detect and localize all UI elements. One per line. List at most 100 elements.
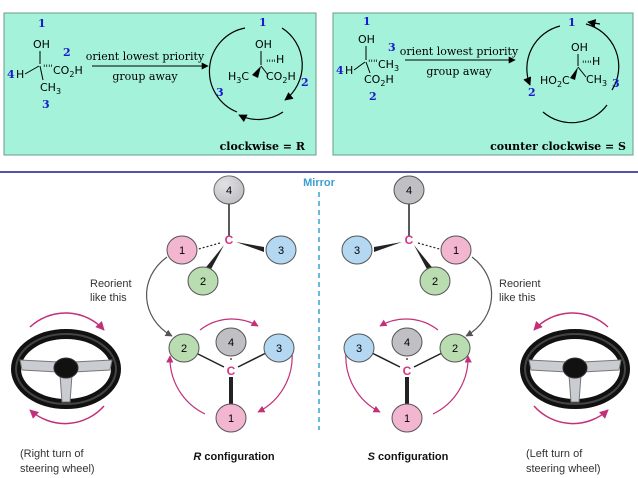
- arc-arrowhead: [587, 19, 601, 28]
- wedge-bond: [236, 242, 264, 252]
- ball-priority-3: [265, 235, 297, 265]
- wedge-bond: [229, 377, 233, 405]
- priority-label: 1: [568, 16, 576, 29]
- priority-label: 2: [369, 90, 377, 103]
- ball-label: 2: [181, 343, 187, 355]
- oh-label: OH: [358, 33, 375, 46]
- ball-label: 1: [404, 413, 410, 425]
- rotation-arc: [585, 23, 620, 91]
- ball-label: 1: [453, 245, 459, 257]
- rotation-arrow: [257, 351, 293, 413]
- ball-priority-2: [419, 266, 451, 296]
- bond: [371, 352, 401, 368]
- bond: [577, 66, 587, 78]
- priority-label: 4: [336, 64, 344, 77]
- reorient-label: like this: [499, 292, 536, 304]
- ball-label: 2: [200, 276, 206, 288]
- wedge-bond: [405, 377, 409, 405]
- hash-bond: '''': [266, 59, 276, 69]
- ball-label: 3: [354, 245, 360, 257]
- wheel-spoke: [73, 359, 113, 373]
- ball-priority-4: [391, 327, 423, 357]
- priority-label: 1: [363, 15, 371, 28]
- wheel-spoke: [19, 359, 59, 373]
- rotation-arc-arrow: [238, 111, 284, 123]
- wheel-spoke: [582, 359, 622, 373]
- steering-wheel-right: [520, 312, 630, 425]
- ball-label: 3: [276, 343, 282, 355]
- ball-priority-3: [343, 333, 375, 363]
- priority-label: 2: [528, 86, 536, 99]
- wedge-bond: [414, 245, 435, 273]
- molecule-left-1: 1 OH 2 4 H '''' CO2H CH3 3: [7, 17, 83, 111]
- wheel-rim-highlight: [524, 333, 626, 405]
- arrow-label-top: orient lowest priority: [400, 45, 519, 58]
- rotation-arrow: [432, 355, 472, 415]
- reorient-label: Reorient: [499, 278, 541, 290]
- config-letter: R: [193, 451, 201, 463]
- priority-label: 3: [612, 77, 620, 90]
- h-label: H: [345, 64, 353, 77]
- wheel-rim-highlight: [15, 333, 117, 405]
- dashed-bond: [194, 242, 221, 251]
- ball-label: 3: [356, 343, 362, 355]
- ball-priority-3: [341, 235, 373, 265]
- model-right-lower-s: C 3 4 2 1: [343, 318, 472, 433]
- steering-wheel-left: [11, 312, 121, 425]
- bond: [413, 352, 443, 368]
- priority-label: 2: [63, 46, 71, 59]
- bond: [24, 65, 40, 75]
- priority-label: 3: [388, 41, 396, 54]
- ho2c-label: HO2C: [540, 74, 570, 89]
- oh-label: OH: [33, 38, 50, 51]
- panel-counterclockwise-s: 1 OH 3 4 H '''' CH3 CO2H 2 orient lowest…: [332, 12, 634, 156]
- ball-label: 4: [404, 337, 410, 349]
- hash-bond: '''': [368, 59, 378, 69]
- ch3-label: CH3: [586, 73, 607, 88]
- ball-label: 2: [432, 276, 438, 288]
- config-word: configuration: [201, 451, 275, 463]
- reorient-arrow: [145, 256, 173, 337]
- carbon-label: C: [227, 364, 236, 378]
- bond: [237, 352, 267, 368]
- rotation-arc: [542, 104, 608, 124]
- rotation-arc-arrow: [523, 25, 561, 86]
- reorient-label: Reorient: [90, 278, 132, 290]
- co2h-label: CO2H: [53, 64, 83, 79]
- caption-left-turn: (Left turn of: [526, 448, 583, 460]
- ball-label: 3: [278, 245, 284, 257]
- ball-priority-2: [439, 333, 471, 363]
- ball-priority-4: [215, 327, 247, 357]
- wedge-bond: [570, 67, 578, 80]
- ball-priority-1: [440, 235, 472, 265]
- r-configuration-label: R configuration: [193, 451, 275, 463]
- ball-label: 1: [228, 413, 234, 425]
- hash-bond: '''': [43, 64, 53, 74]
- reorient-arrow: [465, 256, 493, 337]
- carbon-label: C: [225, 233, 234, 247]
- s-configuration-label: S configuration: [368, 451, 449, 463]
- wedge-bond: [252, 66, 261, 78]
- ball-priority-1: [215, 403, 247, 433]
- ball-label: 1: [179, 245, 185, 257]
- rotation-arrow: [199, 318, 259, 331]
- panel-background: [332, 12, 634, 156]
- turn-arrow: [29, 312, 105, 331]
- hash-bond: '''': [582, 60, 592, 70]
- ball-priority-1: [391, 403, 423, 433]
- ball-label: 4: [228, 337, 234, 349]
- wedge-bond: [374, 242, 402, 252]
- wheel-hub: [562, 357, 588, 379]
- ball-priority-2: [187, 266, 219, 296]
- wheel-spoke: [528, 359, 568, 373]
- turn-arrow: [533, 312, 609, 331]
- priority-label: 2: [301, 76, 309, 89]
- oh-label: OH: [571, 41, 588, 54]
- wheel-spoke: [568, 374, 582, 403]
- bond: [260, 65, 269, 76]
- ball-priority-1: [166, 235, 198, 265]
- reorient-label: like this: [90, 292, 127, 304]
- model-left-lower-r: C 2 4 3 1: [166, 318, 295, 433]
- arrow-label-bottom: group away: [426, 65, 492, 78]
